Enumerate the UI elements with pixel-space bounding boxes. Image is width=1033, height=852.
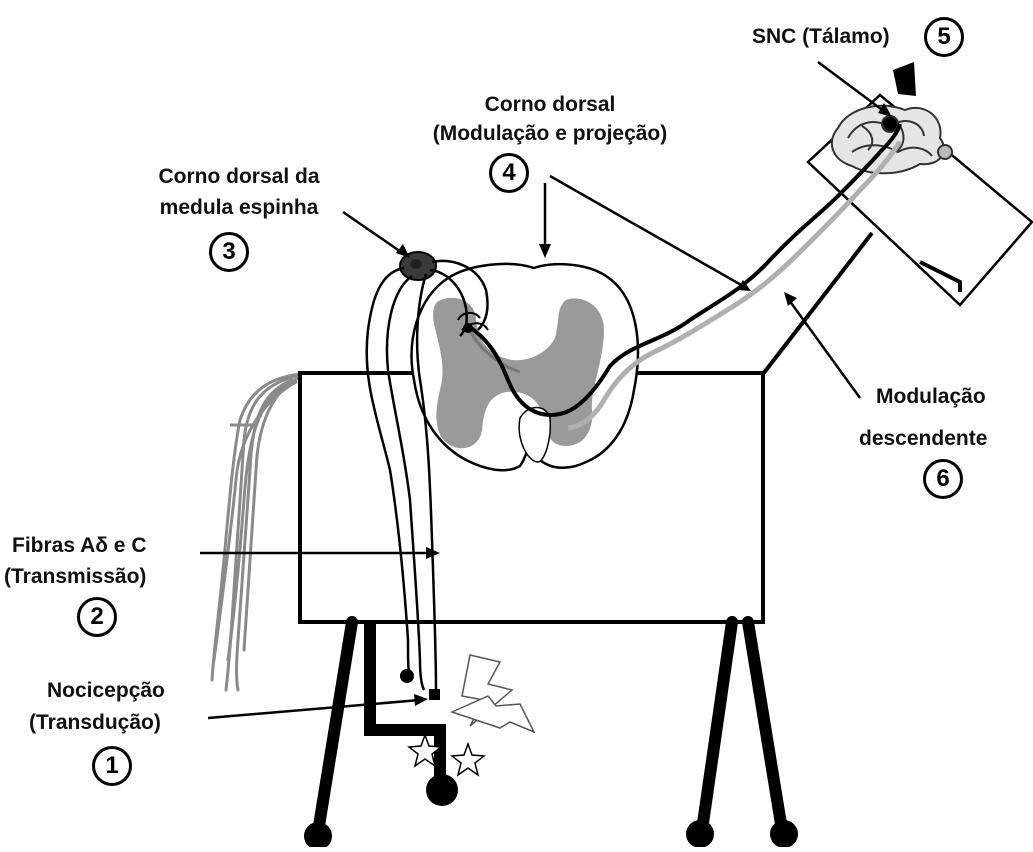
second-order-neuron <box>463 323 473 333</box>
label-fibras-line1: Fibras Aδ e C <box>12 533 147 559</box>
label-medula-line2: medula espinha <box>124 195 354 221</box>
horse-tail <box>212 374 300 690</box>
label-snc-thalamus: SNC (Tálamo) <box>752 24 890 50</box>
step-badge-4: 4 <box>489 153 529 193</box>
neck-front <box>763 233 872 374</box>
step-badge-2: 2 <box>77 597 117 637</box>
spinal-cord-section <box>412 264 638 470</box>
step-badge-6: 6 <box>923 459 963 499</box>
nociceptor-ending-a <box>400 669 414 683</box>
label-corno-dorsal-title: Corno dorsal <box>400 92 700 118</box>
step-badge-3: 3 <box>209 232 249 272</box>
label-nocicepcao-line2: (Transdução) <box>29 710 161 736</box>
label-medula-line1: Corno dorsal da <box>124 164 354 190</box>
nociceptor-ending-b <box>429 689 440 700</box>
stimulated-hoof <box>426 774 458 806</box>
step-badge-1: 1 <box>92 746 132 786</box>
label-fibras-line2: (Transmissão) <box>4 564 146 590</box>
label-modulacao-line1: Modulação <box>876 384 986 410</box>
star-icon <box>409 735 484 775</box>
lightning-icon <box>452 655 534 732</box>
label-nocicepcao-line1: Nocicepção <box>47 678 165 704</box>
label-corno-dorsal-sub: (Modulação e projeção) <box>395 121 705 147</box>
horse-hooves <box>304 820 798 847</box>
step-badge-5: 5 <box>924 17 964 57</box>
horse-head <box>808 62 1032 305</box>
label-modulacao-line2: descendente <box>859 426 987 452</box>
